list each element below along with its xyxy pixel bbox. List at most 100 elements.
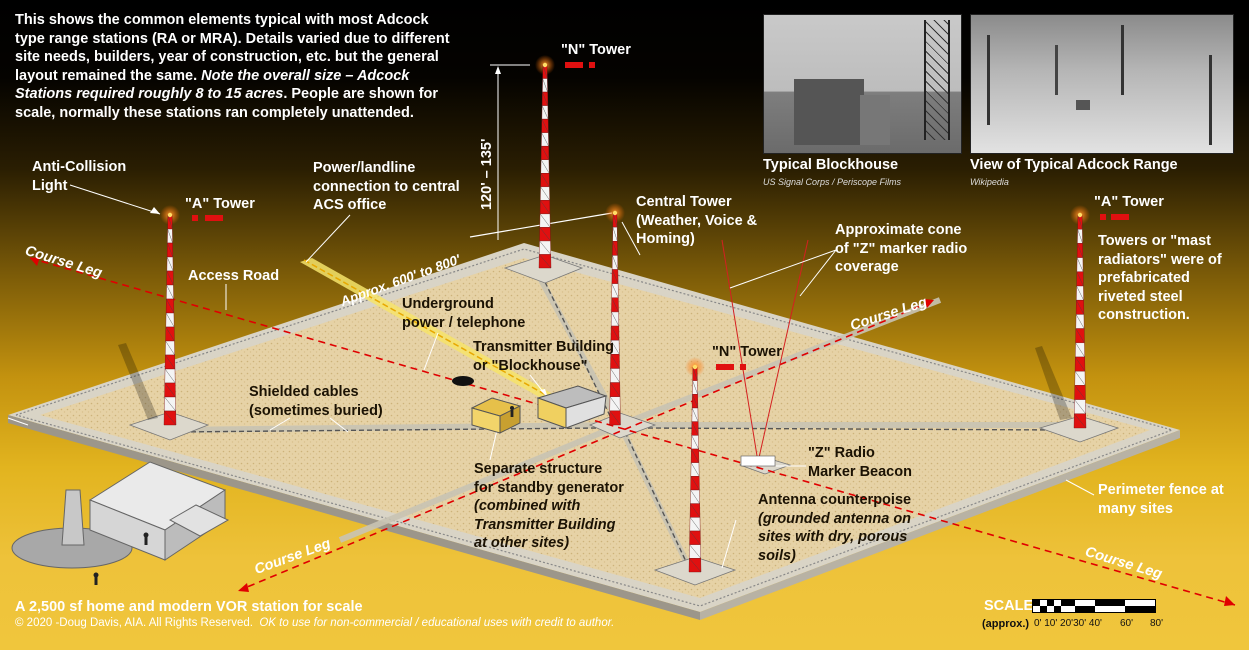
label-line: ACS office xyxy=(313,197,387,213)
label-line: at other sites) xyxy=(474,535,570,551)
label-line: Towers or "mast xyxy=(1098,233,1211,249)
label-line: Homing) xyxy=(636,231,695,247)
label-line: Transmitter Building xyxy=(473,339,614,355)
intro-line: This shows the common elements typical w… xyxy=(15,12,429,28)
range-credit: Wikipedia xyxy=(970,177,1009,187)
scale-approx: (approx.) xyxy=(982,618,1030,630)
shielded-cables-label: Shielded cables (sometimes buried) xyxy=(249,383,383,420)
label-line: Antenna counterpoise xyxy=(758,492,912,508)
z-beacon xyxy=(740,455,776,467)
leader-lines xyxy=(7,64,1095,569)
label-line: Central Tower xyxy=(636,194,732,210)
cone-label: Approximate cone of "Z" marker radio cov… xyxy=(835,221,967,277)
a-tower-left-mark xyxy=(192,215,198,221)
n-tower-mid-mark xyxy=(740,364,746,370)
n-tower-top-mark xyxy=(589,62,595,68)
scale-tick-80: 80' xyxy=(1150,618,1164,629)
n-tower-south xyxy=(685,357,705,573)
label-line: Marker Beacon xyxy=(808,463,912,480)
copyright: © 2020 -Doug Davis, AIA. All Rights Rese… xyxy=(15,617,614,629)
label-line: (Weather, Voice & xyxy=(636,212,758,229)
label-line: Underground xyxy=(402,296,494,312)
transmitter-label: Transmitter Building or "Blockhouse" xyxy=(473,338,614,375)
label-line: power / telephone xyxy=(402,314,526,331)
label-line: connection to central xyxy=(313,178,460,195)
label-line: (grounded antenna on xyxy=(758,510,912,527)
label-line: radiators" were of xyxy=(1098,251,1222,268)
shielded-cables xyxy=(174,281,1066,571)
perimeter-fence xyxy=(15,248,1174,607)
n-tower-mid-label: "N" Tower xyxy=(712,344,782,360)
central-tower-label: Central Tower (Weather, Voice & Homing) xyxy=(636,193,757,249)
z-marker-label: "Z" Radio Marker Beacon xyxy=(808,444,912,481)
a-tower-west xyxy=(160,205,180,426)
central-tower xyxy=(605,203,625,426)
label-line: or "Blockhouse" xyxy=(473,357,588,374)
anti-collision-label: Anti-Collision Light xyxy=(32,158,126,195)
label-line: for standby generator xyxy=(474,479,624,496)
perimeter-label: Perimeter fence at many sites xyxy=(1098,481,1224,518)
intro-line: scale, normally these stations ran compl… xyxy=(15,104,414,121)
vehicle xyxy=(452,376,474,386)
label-line: Light xyxy=(32,177,68,194)
label-line: prefabricated xyxy=(1098,270,1190,286)
n-tower-top-mark xyxy=(565,62,583,68)
home-scale-note: A 2,500 sf home and modern VOR station f… xyxy=(15,599,363,615)
a-tower-left-label: "A" Tower xyxy=(185,196,255,212)
towers-construction-label: Towers or "mast radiators" were of prefa… xyxy=(1098,232,1222,325)
blockhouse-building xyxy=(794,79,864,145)
generator-label: Separate structure for standby generator… xyxy=(474,460,624,553)
blockhouse-credit: US Signal Corps / Periscope Films xyxy=(763,177,902,187)
a-tower-right-mark xyxy=(1100,214,1106,220)
scale-title: SCALE xyxy=(984,598,1034,614)
counterpoise-label: Antenna counterpoise (grounded antenna o… xyxy=(758,491,911,565)
n-tower-top-label: "N" Tower xyxy=(561,42,631,58)
label-line: Power/landline xyxy=(313,160,416,176)
a-tower-left-mark xyxy=(205,215,223,221)
z-cone xyxy=(721,239,809,463)
n-tower-mid-mark xyxy=(716,364,734,370)
label-line: coverage xyxy=(835,259,899,275)
blockhouse-caption: Typical Blockhouse xyxy=(763,157,899,173)
n-tower-north xyxy=(535,55,555,269)
label-line: construction. xyxy=(1098,307,1190,323)
scale-bar xyxy=(1032,599,1156,613)
blockhouse-tower xyxy=(924,20,950,140)
label-line: Approximate cone xyxy=(835,222,962,238)
vor-station-shelter xyxy=(61,489,85,546)
usage-note: OK to use for non-commercial / education… xyxy=(259,617,615,629)
range-photo xyxy=(970,14,1234,154)
scale-tick-60: 60' xyxy=(1120,618,1134,629)
copyright-text: © 2020 -Doug Davis, AIA. All Rights Rese… xyxy=(15,617,253,629)
access-road-label: Access Road xyxy=(188,268,280,284)
label-line: riveted steel xyxy=(1098,288,1183,305)
label-line: Transmitter Building xyxy=(474,516,616,533)
scale-ticks: 0' 10' 20'30' 40' xyxy=(1034,618,1102,629)
label-line: Anti-Collision xyxy=(32,159,127,175)
intro-line: type range stations (RA or MRA). Details… xyxy=(15,30,450,47)
label-line: Perimeter fence at xyxy=(1098,482,1224,498)
label-line: many sites xyxy=(1098,500,1173,517)
intro-line: site needs, builders, year of constructi… xyxy=(15,49,439,65)
intro-line: layout remained the same. Note the overa… xyxy=(15,67,410,84)
label-line: of "Z" marker radio xyxy=(835,240,968,257)
blockhouse-photo xyxy=(763,14,962,154)
label-line: Shielded cables xyxy=(249,384,359,400)
range-caption: View of Typical Adcock Range xyxy=(970,157,1178,173)
underground-label: Underground power / telephone xyxy=(402,295,525,332)
tower-shadows xyxy=(118,343,1072,420)
label-line: (sometimes buried) xyxy=(249,402,383,419)
power-label: Power/landline connection to central ACS… xyxy=(313,159,460,215)
intro-line: Stations required roughly 8 to 15 acres.… xyxy=(15,86,439,102)
intro-text: This shows the common elements typical w… xyxy=(15,11,450,122)
label-line: soils) xyxy=(758,547,796,564)
label-line: sites with dry, porous xyxy=(758,529,908,545)
label-line: Separate structure xyxy=(474,461,603,477)
a-tower-right-mark xyxy=(1111,214,1129,220)
a-tower-east xyxy=(1070,205,1090,429)
course-leg-lines xyxy=(29,257,1236,606)
